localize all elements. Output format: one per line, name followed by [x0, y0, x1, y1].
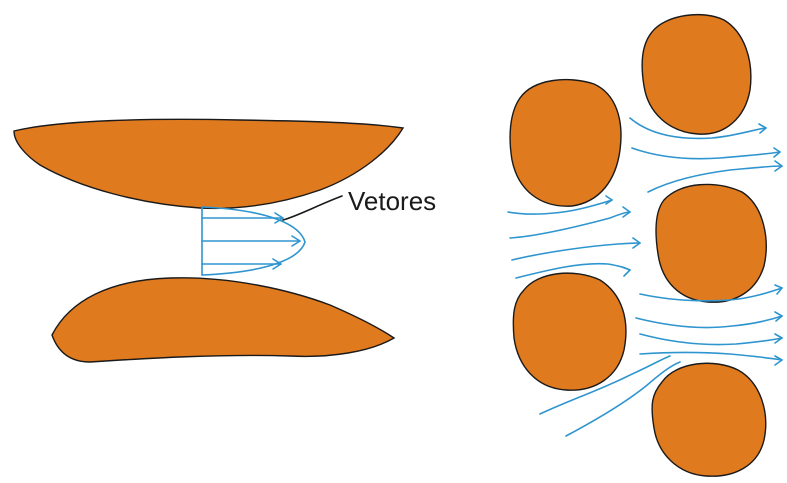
- grain-lower-left: [513, 273, 626, 390]
- streamline-10: [640, 334, 782, 345]
- streamline-11-arrowhead: [775, 356, 782, 365]
- streamline-4: [510, 212, 630, 238]
- grain-top-right: [642, 15, 751, 135]
- streamline-9: [636, 316, 782, 328]
- upper-grain: [14, 119, 403, 208]
- streamline-5: [512, 243, 640, 260]
- lower-grain: [52, 278, 394, 362]
- grain-cluster: [510, 15, 766, 477]
- grain-middle-right: [656, 184, 766, 302]
- vectors-label: Vetores: [348, 186, 436, 216]
- vectors-leader-line: [283, 196, 342, 220]
- pore-throat-panel: Vetores: [14, 119, 436, 362]
- streamline-6-arrowhead: [622, 267, 630, 276]
- streamline-11: [640, 353, 782, 361]
- streamline-3-arrowhead: [606, 196, 612, 204]
- porous-medium-panel: [508, 15, 782, 477]
- grain-bottom-right: [652, 363, 766, 476]
- streamline-2: [632, 148, 780, 159]
- grain-upper-left: [510, 80, 621, 207]
